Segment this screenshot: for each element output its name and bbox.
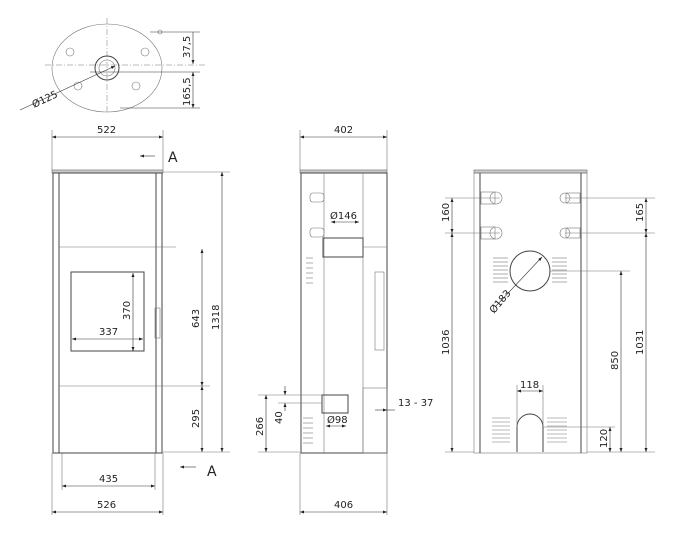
base-width-label: 435 (99, 474, 118, 485)
top-diameter-label: Ø125 (30, 88, 60, 110)
flue-height-label: 850 (610, 351, 621, 370)
side-width-bottom: 406 (334, 500, 353, 511)
top-offset-label: 37,5 (182, 36, 193, 58)
air-height-label: 266 (255, 417, 266, 436)
pipe-spacing-right: 165 (635, 203, 646, 222)
front-window (70, 271, 145, 352)
top-view: Ø125 37,5 165,5 (19, 18, 205, 113)
top-depth-label: 165,5 (182, 77, 193, 106)
opening-height-label: 120 (599, 429, 610, 448)
door-height-label: 643 (191, 309, 202, 328)
window-width-label: 337 (99, 327, 118, 338)
front-view: 522 A A 370 337 1318 643 295 435 526 (51, 125, 230, 515)
height-right-label: 1031 (635, 330, 646, 355)
front-width-top: 522 (97, 125, 116, 136)
air-diameter-label: Ø98 (327, 414, 348, 426)
section-a-bottom: A (207, 464, 217, 480)
side-width-top: 402 (334, 125, 353, 136)
front-width-bottom: 526 (97, 500, 116, 511)
back-opening (516, 413, 544, 452)
flue-outlet (94, 55, 120, 81)
side-view: 402 Ø146 Ø98 266 40 13 - 37 406 (255, 125, 433, 515)
air-size-label: 40 (274, 411, 285, 424)
pipe-spacing-left: 160 (441, 203, 452, 222)
adjust-range-label: 13 - 37 (398, 398, 433, 409)
flue-collar (322, 237, 364, 258)
lower-height-label: 295 (191, 409, 202, 428)
window-height-label: 370 (122, 301, 133, 320)
back-body (473, 172, 588, 454)
side-body (300, 172, 388, 454)
total-height-label: 1318 (211, 305, 222, 330)
back-view: Ø183 160 1036 165 1031 850 120 118 (441, 169, 655, 454)
height-left-label: 1036 (441, 330, 452, 355)
door-handle (154, 307, 161, 339)
air-inlet (321, 394, 349, 414)
opening-width-label: 118 (520, 380, 539, 391)
front-body (52, 172, 163, 454)
section-a-top: A (168, 150, 178, 166)
flue-diameter-label: Ø146 (330, 210, 357, 222)
